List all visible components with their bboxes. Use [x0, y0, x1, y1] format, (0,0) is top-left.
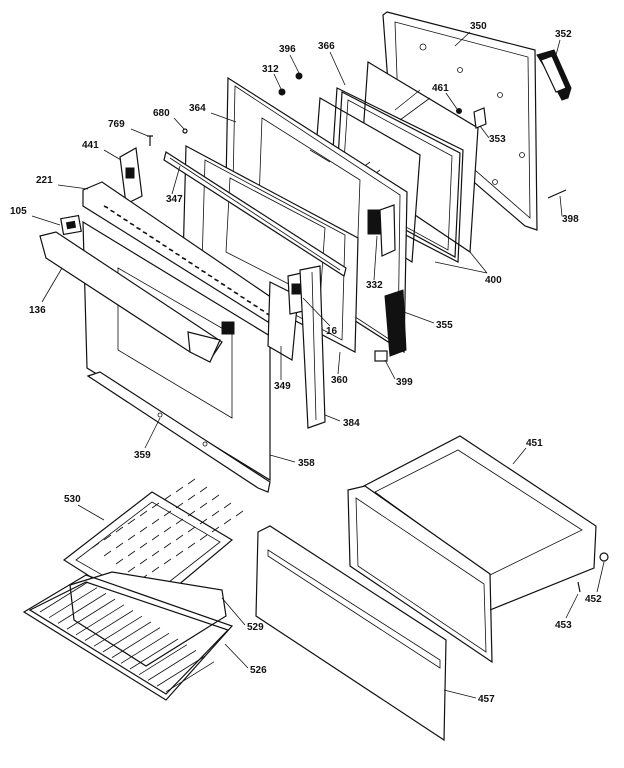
callout-leader-384: [324, 414, 341, 422]
callout-leader-452: [596, 561, 605, 593]
callout-leader-312: [273, 73, 282, 90]
fastener-312: [278, 88, 286, 96]
callout-label-441: 441: [82, 140, 99, 151]
callout-label-355: 355: [436, 320, 453, 331]
callout-leader-451: [512, 447, 527, 465]
callout-label-452: 452: [585, 594, 602, 605]
callout-label-358: 358: [298, 458, 315, 469]
callout-leader-457: [443, 689, 477, 699]
callout-label-451: 451: [526, 438, 543, 449]
callout-label-353: 353: [489, 134, 506, 145]
bottom-trim-359: [86, 371, 271, 493]
callout-label-105: 105: [10, 206, 27, 217]
callout-label-16: 16: [326, 326, 338, 337]
screw-769: [147, 135, 153, 146]
callout-label-350: 350: [470, 21, 487, 32]
callout-leader-399: [384, 359, 396, 380]
door-handle-136: [39, 231, 223, 363]
callout-label-221: 221: [36, 175, 53, 186]
fasteners: [147, 72, 567, 199]
callout-leader-358: [269, 454, 296, 463]
callout-label-680: 680: [153, 108, 170, 119]
callout-label-312: 312: [262, 64, 279, 75]
callout-leader-353: [479, 125, 490, 139]
callout-label-347: 347: [166, 194, 183, 205]
callout-label-364: 364: [189, 103, 206, 114]
callout-leader-680: [173, 117, 185, 130]
callout-leader-529: [221, 597, 246, 626]
callout-leader-364: [210, 112, 237, 123]
callout-leader-105: [31, 215, 61, 226]
callout-leader-16: [302, 297, 331, 327]
callout-label-384: 384: [343, 418, 360, 429]
clip-399: [374, 350, 388, 362]
clip-353: [473, 107, 487, 129]
callout-label-526: 526: [250, 665, 267, 676]
callout-leader-400: [469, 251, 488, 274]
screw-461: [456, 108, 462, 114]
callout-label-399: 399: [396, 377, 413, 388]
callout-label-461: 461: [432, 83, 449, 94]
callout-label-366: 366: [318, 41, 335, 52]
callout-label-453: 453: [555, 620, 572, 631]
callout-leader-400-b: [434, 261, 488, 274]
callout-leader-526: [224, 643, 249, 669]
callout-leader-332: [373, 235, 378, 281]
oven-rack-526: [22, 574, 234, 701]
callout-leader-396: [289, 54, 300, 74]
hinge-strip-352: [536, 49, 572, 101]
callout-leader-769: [130, 128, 149, 137]
callout-label-400: 400: [485, 275, 502, 286]
screw-680: [182, 128, 188, 134]
callout-leader-398: [559, 195, 563, 217]
callout-label-396: 396: [279, 44, 296, 55]
drawer-hardware: [577, 552, 609, 593]
callout-label-457: 457: [478, 694, 495, 705]
screw-398: [547, 189, 567, 199]
end-cap-105: [60, 214, 82, 236]
callout-leader-221: [57, 184, 89, 190]
bracket-441: [119, 147, 143, 205]
callout-label-769: 769: [108, 119, 125, 130]
callout-label-349: 349: [274, 381, 291, 392]
callout-label-332: 332: [366, 280, 383, 291]
callout-label-136: 136: [29, 305, 46, 316]
callout-label-530: 530: [64, 494, 81, 505]
screw-453: [577, 581, 581, 593]
glide-452: [599, 552, 609, 562]
callout-label-529: 529: [247, 622, 264, 633]
callout-leader-461: [445, 92, 458, 110]
callout-label-359: 359: [134, 450, 151, 461]
callout-label-360: 360: [331, 375, 348, 386]
callout-leader-441: [103, 149, 122, 161]
callout-layer: 350 352 396 366 312 461 353 680 364 769 441 347 221 1…: [10, 21, 605, 705]
callout-leader-352: [555, 39, 561, 56]
callout-leader-530: [77, 504, 105, 521]
callout-label-398: 398: [562, 214, 579, 225]
drawer-451: [347, 435, 597, 664]
vent-strip-347: [163, 151, 347, 277]
callout-leader-347: [171, 165, 181, 195]
callout-leader-355: [403, 311, 435, 324]
callout-leader-360: [337, 351, 341, 375]
fastener-396: [295, 72, 303, 80]
side-channel-384: [299, 265, 326, 429]
broiler-pan-base-529: [69, 571, 227, 667]
callout-leader-136: [41, 267, 63, 303]
callout-label-352: 352: [555, 29, 572, 40]
callout-leader-453: [565, 593, 579, 619]
callout-leader-359: [144, 417, 161, 449]
callout-leader-366: [329, 51, 346, 86]
callout-leader-350: [454, 31, 471, 47]
